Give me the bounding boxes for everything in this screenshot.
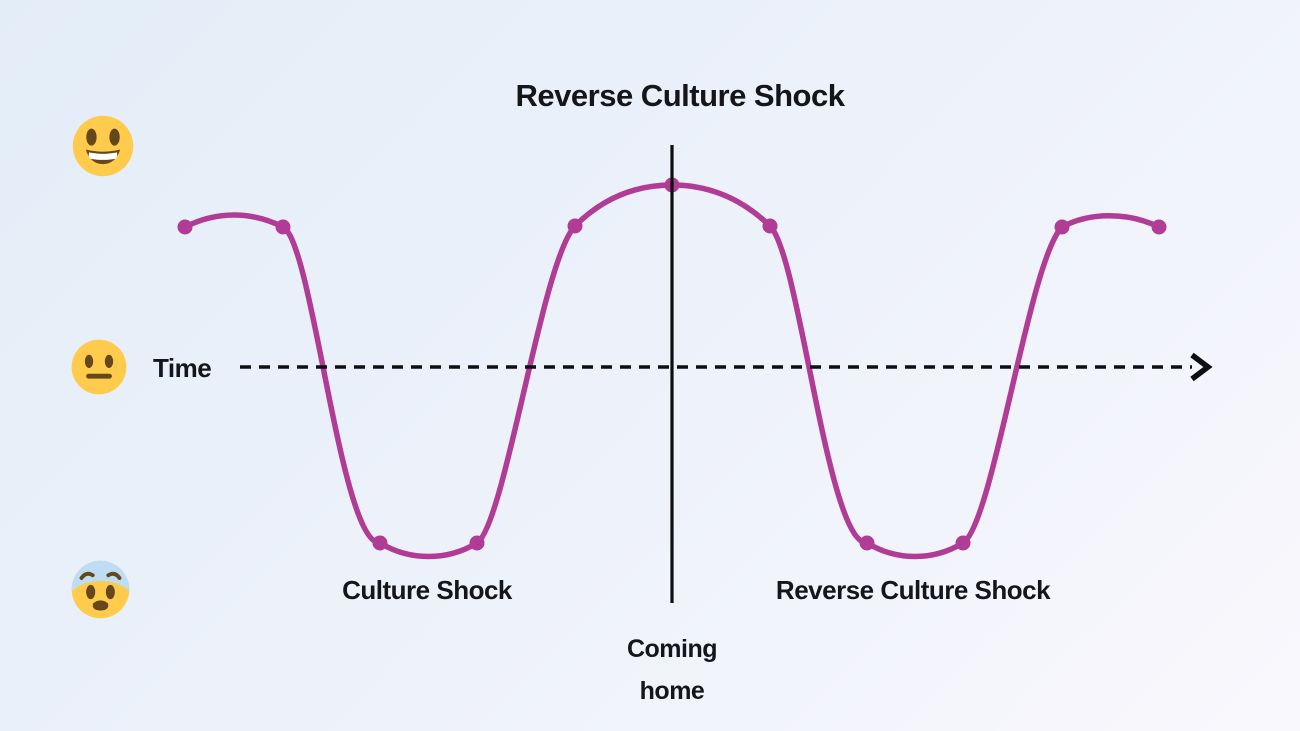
page-title: Reverse Culture Shock: [515, 78, 845, 113]
curve-point-marker: [567, 218, 583, 234]
culture-shock-label: Culture Shock: [342, 575, 512, 605]
time-axis-arrowhead-icon: [1190, 352, 1213, 382]
curve-point-marker: [1054, 219, 1070, 235]
reverse-culture-shock-label: Reverse Culture Shock: [775, 575, 1051, 605]
curve-point-marker: [275, 219, 291, 235]
fearful-face-icon: [71, 560, 130, 619]
coming-home-label: Coming home: [626, 635, 718, 705]
curve-point-marker: [177, 219, 193, 235]
curve-point-marker: [859, 535, 875, 551]
curve-point-marker: [1151, 219, 1167, 235]
curve-point-marker: [469, 535, 485, 551]
time-axis-label: Time: [153, 353, 212, 383]
curve-point-marker: [762, 218, 778, 234]
grinning-face-icon: [72, 115, 134, 177]
curve-markers: [177, 177, 1167, 551]
curve-point-marker: [372, 535, 388, 551]
neutral-face-icon: [71, 339, 127, 395]
curve-point-marker: [955, 535, 971, 551]
